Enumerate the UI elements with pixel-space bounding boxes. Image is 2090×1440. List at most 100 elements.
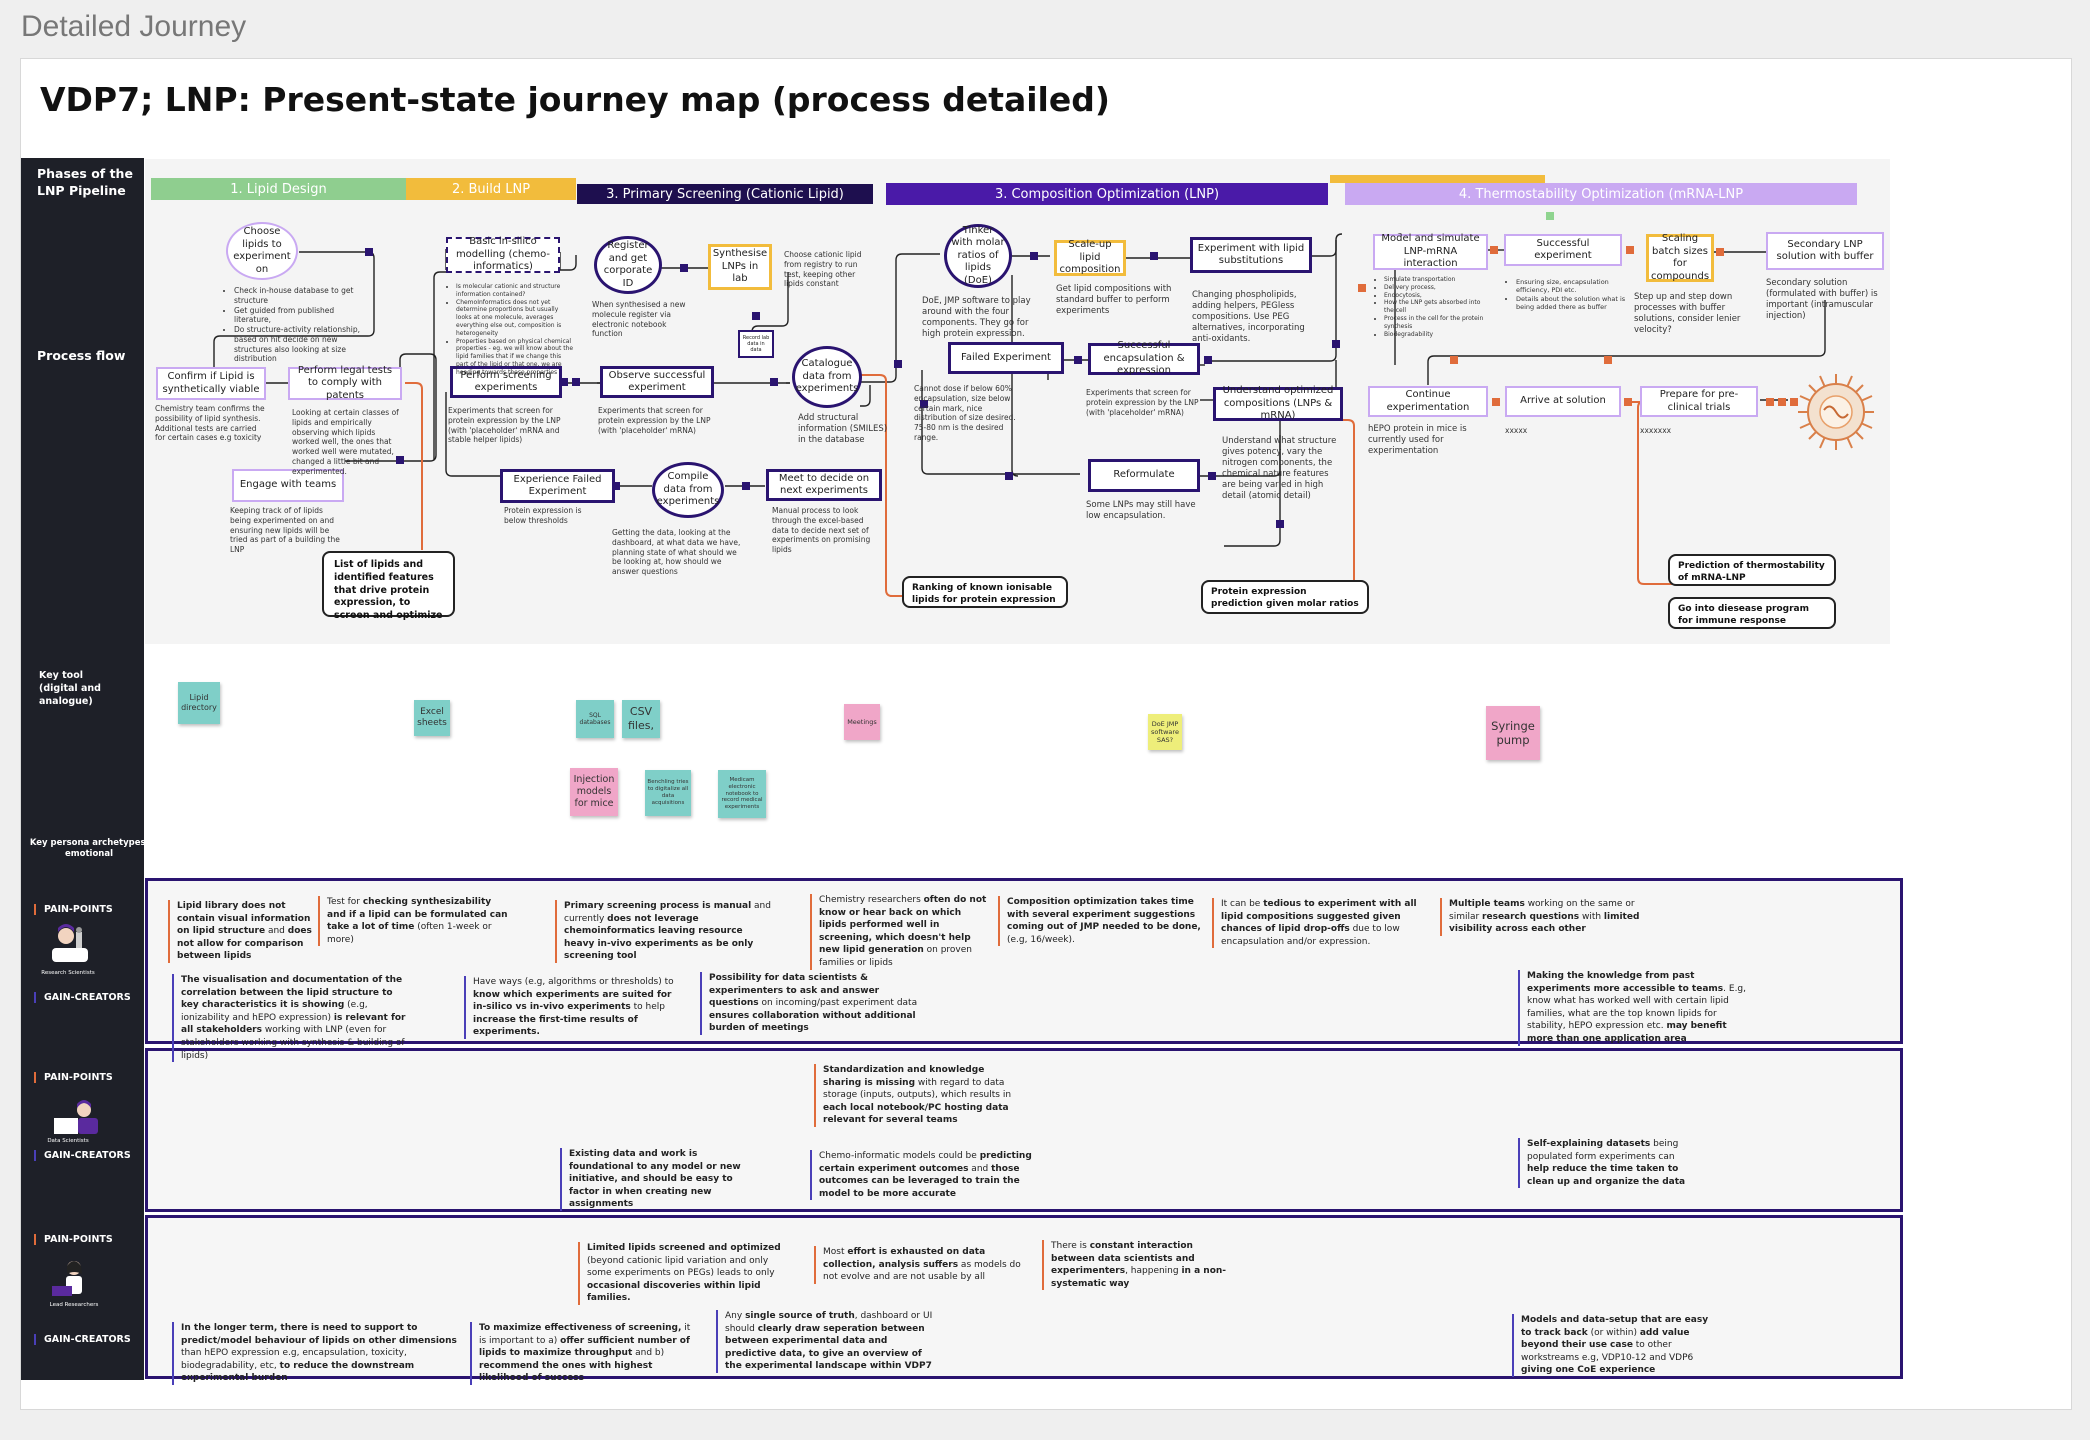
node-model-simulate[interactable]: Model and simulate LNP-mRNA interaction (1373, 233, 1488, 270)
connector-dot-orange (1358, 284, 1366, 292)
node-compile-data[interactable]: Compile data from experiments (652, 462, 724, 518)
gain-creator-text: Have ways (e.g, algorithms or thresholds… (464, 976, 681, 1039)
pain-label-2: PAIN-POINTS (34, 1072, 113, 1083)
connector-dot (1208, 472, 1216, 480)
note-perform-screening: Experiments that screen for protein expr… (448, 406, 561, 445)
node-reformulate[interactable]: Reformulate (1088, 459, 1200, 492)
connector-dot (1030, 252, 1038, 260)
note-item: Delivery process, (1384, 284, 1492, 292)
pain-point-text: Most effort is exhausted on data collect… (814, 1246, 1023, 1284)
sidebar: Phases of the LNP Pipeline Process flow … (21, 158, 148, 1380)
note-engage-teams: Keeping track of of lipids being experim… (230, 506, 340, 554)
node-continue-experimentation[interactable]: Continue experimentation (1368, 386, 1488, 417)
phases-label: Phases of the LNP Pipeline (37, 166, 133, 198)
connector-dot-orange (1624, 398, 1632, 406)
data-scientist-avatar-icon (54, 1100, 98, 1134)
gain-label-1: GAIN-CREATORS (34, 992, 131, 1003)
node-observe-success[interactable]: Observe successful experiment (600, 366, 714, 398)
connector-dot-green (1546, 212, 1554, 220)
connector-dot-orange (1626, 246, 1634, 254)
sticky-syringe: Syringe pump (1486, 706, 1540, 760)
node-successful-encapsulation[interactable]: Successful encapsulation & expression (1088, 340, 1200, 376)
node-confirm-lipid[interactable]: Confirm if Lipid is synthetically viable (156, 367, 266, 400)
node-experiment-substitutions[interactable]: Experiment with lipid substitutions (1190, 237, 1312, 273)
pain-point-text: Multiple teams working on the same or si… (1440, 898, 1645, 936)
node-prepare-trials[interactable]: Prepare for pre-clinical trials (1640, 386, 1758, 417)
node-scaling-batch[interactable]: Scaling batch sizes for compounds (1646, 233, 1714, 282)
note-item: ChemoInformatics does not yet determine … (456, 299, 574, 338)
note-understand-opt: Understand what structure gives potency,… (1222, 436, 1337, 502)
sticky-sql: SQL databases (576, 700, 614, 738)
sticky-injection: Injection models for mice (570, 768, 618, 816)
note-item: How the LNP gets absorbed into the cell (1384, 299, 1492, 315)
node-understand-optimized[interactable]: Understand optimized compositions (LNPs … (1213, 385, 1343, 421)
note-observe-success: Experiments that screen for protein expr… (598, 406, 711, 435)
gain-label-3: GAIN-CREATORS (34, 1334, 131, 1345)
gain-creator-text: The visualisation and documentation of t… (172, 974, 407, 1063)
node-arrive-solution[interactable]: Arrive at solution (1505, 386, 1621, 417)
node-tinker-doe[interactable]: Tinker with molar ratios of lipids (DoE) (944, 224, 1012, 288)
node-engage-teams[interactable]: Engage with teams (232, 469, 344, 502)
note-choose-lipids: Check in-house database to get structure… (222, 286, 364, 364)
connector-dot (1074, 356, 1082, 364)
sticky-lipid-directory: Lipid directory (178, 682, 220, 724)
connector-dot (1276, 520, 1284, 528)
phase-bar-5: 4. Thermostability Optimization (mRNA-LN… (1345, 183, 1857, 205)
note-item: Simulate transportation (1384, 276, 1492, 284)
node-meet-decide[interactable]: Meet to decide on next experiments (766, 469, 882, 501)
node-scaleup[interactable]: Scale-up lipid composition (1054, 239, 1126, 276)
note-compile: Getting the data, looking at the dashboa… (612, 528, 741, 576)
key-tool-area (145, 648, 1903, 868)
node-perform-screening[interactable]: Perform screening experiments (450, 366, 562, 398)
outcome-disease-program: Go into diesease program for immune resp… (1668, 597, 1836, 629)
node-failed-experiment[interactable]: Failed Experiment (948, 342, 1064, 374)
note-tinker: DoE, JMP software to play around with th… (922, 296, 1031, 340)
node-experience-failed[interactable]: Experience Failed Experiment (500, 469, 615, 503)
outcome-thermo-prediction: Prediction of thermostability of mRNA-LN… (1668, 554, 1836, 586)
persona-band-lead-researchers (145, 1215, 1903, 1379)
phase-bar-4: 3. Composition Optimization (LNP) (886, 183, 1328, 205)
node-insilico-modelling[interactable]: Basic in-silico modelling (chemo-informa… (446, 236, 560, 273)
connector-dot (560, 378, 568, 386)
note-item: Check in-house database to get structure (234, 286, 364, 306)
data-scientist-caption: Data Scientists (47, 1138, 89, 1144)
connector-dot-orange (1604, 356, 1612, 364)
persona-label: Key persona archetypes' emotional (29, 838, 149, 860)
node-perform-legal-tests[interactable]: Perform legal tests to comply with paten… (288, 365, 402, 401)
note-item: Ensuring size, encapsulation efficiency,… (1516, 278, 1628, 295)
note-reformulate: Some LNPs may still have low encapsulati… (1086, 500, 1196, 522)
note-register: When synthesised a new molecule register… (592, 300, 686, 339)
phase-bar-3: 3. Primary Screening (Cationic Lipid) (577, 184, 873, 204)
connector-dot-orange (1790, 398, 1798, 406)
sticky-meetings: Meetings (844, 704, 880, 740)
node-synthesise[interactable]: Synthesise LNPs in lab (708, 244, 772, 290)
node-small-box[interactable]: Record lab data in data (738, 330, 774, 358)
node-successful-experiment[interactable]: Successful experiment (1504, 234, 1622, 266)
node-register[interactable]: Register and get corporate ID (594, 236, 662, 294)
board-title: VDP7; LNP: Present-state journey map (pr… (40, 80, 1110, 119)
sticky-csv: CSV files, (622, 700, 660, 738)
sticky-excel: Excel sheets (414, 700, 450, 736)
note-substitutions: Changing phospholipids, adding helpers, … (1192, 290, 1305, 345)
sticky-medicam: Medicam electronic notebook to record me… (718, 770, 766, 818)
gain-creator-text: Chemo-informatic models could be predict… (810, 1150, 1045, 1201)
gain-creator-text: Making the knowledge from past experimen… (1518, 970, 1753, 1046)
note-scaleup: Get lipid compositions with standard buf… (1056, 284, 1172, 317)
note-arrive-solution: xxxxx (1505, 426, 1528, 435)
node-secondary-lnp[interactable]: Secondary LNP solution with buffer (1766, 232, 1884, 270)
lead-researcher-caption: Lead Researchers (49, 1302, 99, 1308)
note-model-simulate: Simulate transportation Delivery process… (1378, 276, 1492, 338)
connector-dot (770, 378, 778, 386)
gain-creator-text: Existing data and work is foundational t… (560, 1148, 753, 1211)
process-flow-label: Process flow (37, 348, 126, 363)
pain-point-text: Limited lipids screened and optimized (b… (578, 1242, 787, 1305)
note-failed-experiment: Cannot dose if below 60% encapsulation, … (914, 384, 1016, 442)
note-item: Biodegradability (1384, 331, 1492, 339)
persona-band-data-scientists (145, 1048, 1903, 1212)
connector-dot-orange (1490, 246, 1498, 254)
research-scientist-avatar-icon (52, 924, 88, 962)
node-choose-lipids[interactable]: Choose lipids to experiment on (226, 222, 298, 280)
note-experience-failed: Protein expression is below thresholds (504, 506, 582, 525)
node-catalogue[interactable]: Catalogue data from experiments (792, 346, 862, 408)
pain-point-text: Chemistry researchers often do not know … (810, 894, 987, 970)
